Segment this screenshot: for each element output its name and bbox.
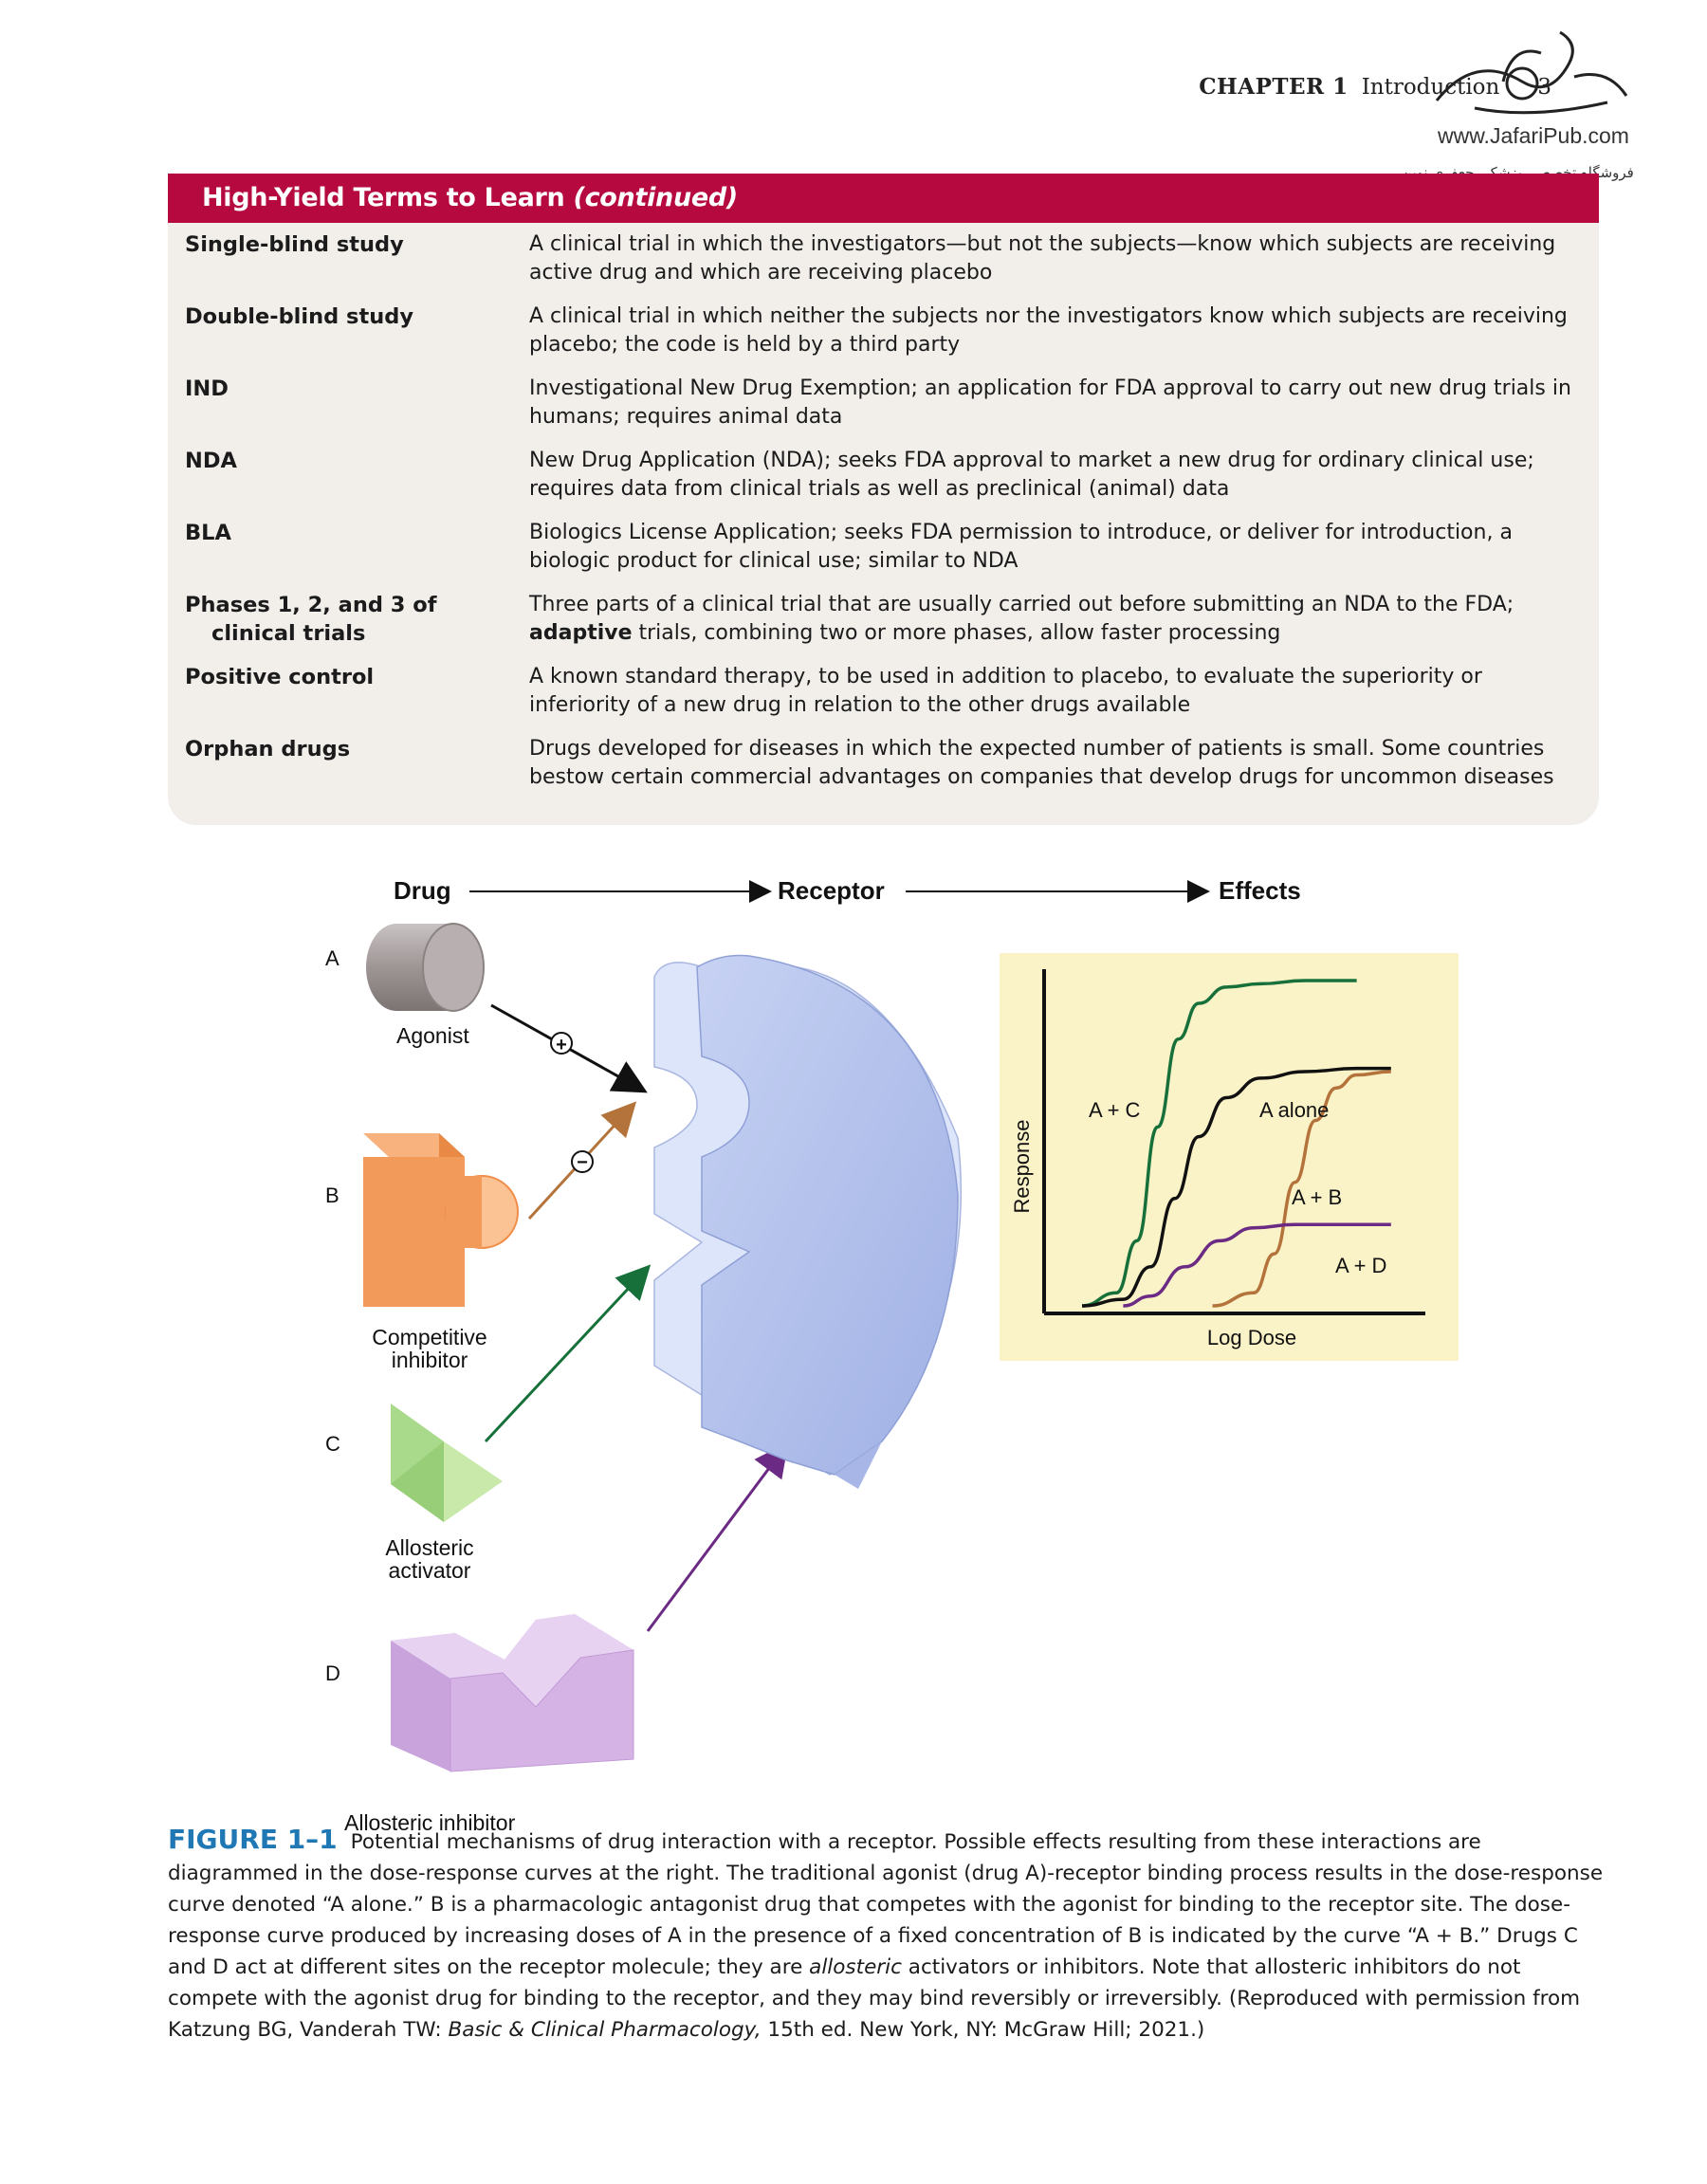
- term-name-line2: clinical trials: [211, 621, 366, 646]
- panel-letter-c: C: [325, 1432, 340, 1456]
- dose-response-chart: Response Log Dose A + C A alone A + B A …: [1000, 953, 1459, 1361]
- chapter-label: CHAPTER 1: [1199, 74, 1349, 100]
- term-name: IND: [185, 376, 229, 401]
- term-row: Single-blind study A clinical trial in w…: [168, 223, 1599, 295]
- term-definition: A clinical trial in which the investigat…: [529, 232, 1556, 284]
- watermark-url: www.JafariPub.com: [1438, 123, 1629, 148]
- figure-1-1: Drug Receptor Effects A Agonist + B Comp…: [325, 876, 1459, 1830]
- inhibitor-label: Allosteric inhibitor: [344, 1810, 516, 1830]
- term-definition-part: Three parts of a clinical trial that are…: [529, 593, 1514, 616]
- term-row: IND Investigational New Drug Exemption; …: [168, 367, 1599, 439]
- term-row: Phases 1, 2, and 3 of clinical trials Thr…: [168, 583, 1599, 655]
- term-definition: New Drug Application (NDA); seeks FDA ap…: [529, 449, 1534, 501]
- series-label-a-alone: A alone: [1259, 1098, 1329, 1122]
- terms-table: Single-blind study A clinical trial in w…: [168, 223, 1599, 825]
- caption-italic: allosteric: [809, 1955, 902, 1979]
- agonist-label: Agonist: [396, 1023, 469, 1048]
- term-definition-bold: adaptive: [529, 621, 633, 645]
- terms-banner-title: High-Yield Terms to Learn (continued): [202, 183, 738, 212]
- series-label-a-plus-b: A + B: [1292, 1185, 1342, 1209]
- chart-y-label: Response: [1010, 1119, 1034, 1213]
- caption-text: 15th ed. New York, NY: McGraw Hill; 2021…: [767, 2018, 1205, 2042]
- banner-title-suffix: (continued): [573, 183, 739, 212]
- caption-text: Potential mechanisms of drug interaction…: [168, 1830, 1604, 1979]
- curve-a-d: [1123, 1222, 1391, 1308]
- chapter-title: Introduction: [1361, 75, 1500, 100]
- header-effects: Effects: [1219, 876, 1301, 905]
- plus-sign-icon: [550, 1032, 573, 1055]
- panel-letter-b: B: [325, 1184, 340, 1207]
- term-name: Orphan drugs: [185, 737, 351, 762]
- term-name-line1: Phases 1, 2, and 3 of: [185, 593, 437, 617]
- term-definition: Biologics License Application; seeks FDA…: [529, 521, 1513, 573]
- banner-title-text: High-Yield Terms to Learn: [202, 183, 565, 212]
- receptor-shape: [653, 954, 963, 1489]
- allosteric-activator-prism-icon: [391, 1404, 503, 1522]
- competitive-label-line2: inhibitor: [392, 1348, 468, 1372]
- term-name: Positive control: [185, 665, 375, 689]
- competitive-label-line1: Competitive: [372, 1325, 486, 1349]
- series-label-a-plus-c: A + C: [1089, 1098, 1141, 1122]
- watermark-logo-icon: [1435, 30, 1628, 115]
- chart-curves: [1081, 979, 1391, 1308]
- minus-sign-text: −: [577, 1152, 588, 1173]
- agonist-cylinder-icon: [366, 923, 485, 1012]
- competitive-inhibitor-block-icon: [363, 1133, 519, 1307]
- plus-sign-text: +: [556, 1035, 567, 1055]
- activator-label-line1: Allosteric: [385, 1535, 473, 1560]
- panel-letter-d: D: [325, 1661, 340, 1685]
- header-drug: Drug: [394, 876, 451, 905]
- series-label-a-plus-d: A + D: [1335, 1254, 1386, 1277]
- term-name: Double-blind study: [185, 304, 413, 329]
- term-row: NDA New Drug Application (NDA); seeks FD…: [168, 439, 1599, 511]
- chart-background: [1000, 953, 1459, 1361]
- curve-a-b: [1212, 1070, 1391, 1308]
- term-definition: Three parts of a clinical trial that are…: [529, 591, 1582, 648]
- term-definition: A known standard therapy, to be used in …: [529, 665, 1482, 717]
- inhibitor-arrow: [646, 1441, 789, 1632]
- term-row: BLA Biologics License Application; seeks…: [168, 511, 1599, 583]
- term-definition: Investigational New Drug Exemption; an a…: [529, 376, 1571, 429]
- activator-label-line2: activator: [389, 1558, 471, 1583]
- panel-letter-a: A: [325, 946, 340, 970]
- term-name: NDA: [185, 449, 237, 473]
- term-row: Orphan drugs Drugs developed for disease…: [168, 727, 1599, 799]
- term-name: Phases 1, 2, and 3 of clinical trials: [185, 591, 507, 648]
- allosteric-inhibitor-block-icon: [391, 1614, 634, 1772]
- term-row: Double-blind study A clinical trial in w…: [168, 295, 1599, 367]
- term-name: Single-blind study: [185, 232, 404, 257]
- curve-a-c: [1081, 979, 1357, 1308]
- chart-x-label: Log Dose: [1207, 1326, 1296, 1349]
- term-row: Positive control A known standard therap…: [168, 655, 1599, 727]
- activator-arrow: [484, 1264, 652, 1443]
- caption-italic: Basic & Clinical Pharmacology,: [448, 2018, 762, 2042]
- figure-label: FIGURE 1–1: [168, 1824, 338, 1855]
- term-definition: Drugs developed for diseases in which th…: [529, 737, 1554, 789]
- term-definition-part: trials, combining two or more phases, al…: [638, 621, 1281, 645]
- caption-text: activators or inhibitors. Note that allo…: [168, 1955, 1581, 2042]
- term-name: BLA: [185, 521, 231, 545]
- curve-a-alone: [1081, 1066, 1391, 1308]
- header-receptor: Receptor: [778, 876, 885, 905]
- terms-banner: High-Yield Terms to Learn (continued): [168, 174, 1599, 223]
- term-definition: A clinical trial in which neither the su…: [529, 304, 1568, 357]
- minus-sign-icon: [571, 1150, 594, 1173]
